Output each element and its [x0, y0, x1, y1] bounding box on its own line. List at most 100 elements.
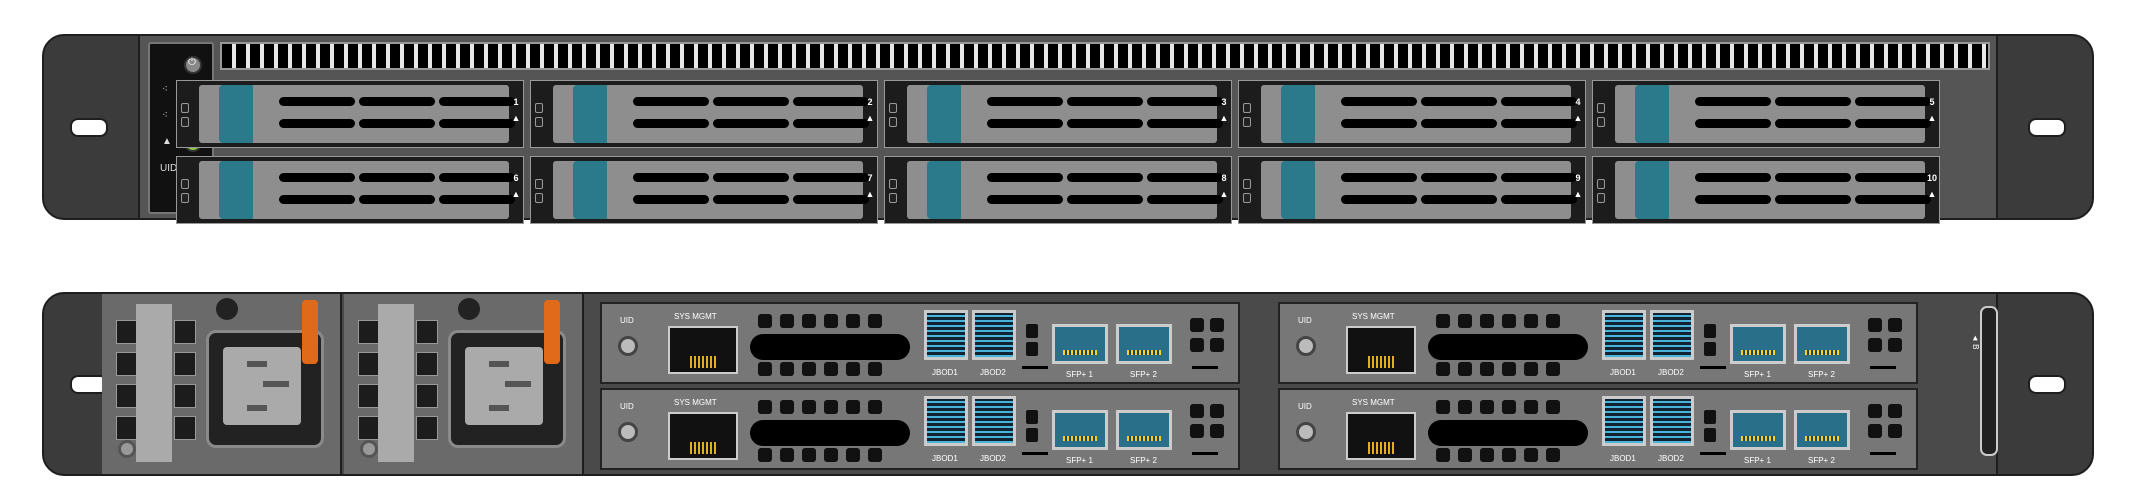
drive-latch-tab[interactable]	[927, 85, 961, 143]
sfp1-port[interactable]	[1052, 324, 1108, 364]
drive-carrier[interactable]	[199, 85, 515, 143]
sfp2-port[interactable]	[1794, 410, 1850, 450]
sfp2-port[interactable]	[1116, 324, 1172, 364]
power-button[interactable]: ⏻	[184, 56, 202, 74]
drive-release-button[interactable]	[535, 179, 543, 189]
sys-mgmt-port[interactable]	[1346, 412, 1416, 460]
drive-carrier[interactable]	[907, 161, 1223, 219]
drive-latch-tab[interactable]	[927, 161, 961, 219]
drive-release-button[interactable]	[1597, 179, 1605, 189]
module-vent-oval	[1428, 334, 1588, 360]
jbod2-port[interactable]	[972, 310, 1016, 360]
right-module-handle[interactable]	[1980, 306, 1998, 456]
module-vent-hole	[1524, 400, 1538, 414]
module-vent-hole	[802, 362, 816, 376]
drive-bay-arrow: ▲	[865, 113, 875, 123]
drive-carrier[interactable]	[1615, 161, 1931, 219]
drive-latch-tab[interactable]	[1635, 85, 1669, 143]
drive-bay-2[interactable]: 2▲	[530, 80, 878, 148]
drive-bay-4[interactable]: 4▲	[1238, 80, 1586, 148]
drive-latch-tab[interactable]	[1281, 85, 1315, 143]
jbod2-port[interactable]	[1650, 310, 1694, 360]
jbod1-port[interactable]	[924, 396, 968, 446]
sys-mgmt-port[interactable]	[668, 326, 738, 374]
drive-bay-7[interactable]: 7▲	[530, 156, 878, 224]
drive-release-button[interactable]	[889, 179, 897, 189]
drive-carrier[interactable]	[553, 161, 869, 219]
jbod1-port[interactable]	[924, 310, 968, 360]
jbod1-port[interactable]	[1602, 310, 1646, 360]
drive-vent-slot	[1855, 119, 1931, 128]
psu-thumbscrew[interactable]	[360, 440, 378, 458]
psu-handle-bar[interactable]	[136, 304, 172, 462]
drive-latch-tab[interactable]	[1281, 161, 1315, 219]
drive-release-button[interactable]	[889, 103, 897, 113]
drive-carrier[interactable]	[907, 85, 1223, 143]
drive-release-button[interactable]	[181, 103, 189, 113]
drive-carrier[interactable]	[553, 85, 869, 143]
sys-mgmt-port[interactable]	[668, 412, 738, 460]
power-icon: ⏻	[188, 57, 196, 68]
drive-vent-slot	[633, 97, 709, 106]
sfp1-port[interactable]	[1730, 410, 1786, 450]
power-supply-1[interactable]	[102, 294, 342, 474]
sfp2-port[interactable]	[1116, 410, 1172, 450]
drive-bay-3[interactable]: 3▲	[884, 80, 1232, 148]
psu-vent-slot	[358, 384, 380, 408]
drive-latch-tab[interactable]	[219, 85, 253, 143]
psu-vent-slot	[116, 320, 138, 344]
drive-bay-8[interactable]: 8▲	[884, 156, 1232, 224]
sfp2-port[interactable]	[1794, 324, 1850, 364]
jbod1-port[interactable]	[1602, 396, 1646, 446]
psu-vent-slot	[116, 384, 138, 408]
drive-latch-tab[interactable]	[1635, 161, 1669, 219]
drive-vent-slot	[1695, 195, 1771, 204]
rj45-contacts	[690, 356, 718, 368]
drive-bay-10[interactable]: 10▲	[1592, 156, 1940, 224]
drive-carrier[interactable]	[1261, 85, 1577, 143]
uid-button[interactable]	[618, 336, 638, 356]
drive-release-button[interactable]	[1597, 103, 1605, 113]
drive-carrier[interactable]	[1261, 161, 1577, 219]
module-divider	[1700, 366, 1726, 369]
module-vent-hole	[1888, 404, 1902, 418]
drive-latch-tab[interactable]	[573, 85, 607, 143]
drive-carrier[interactable]	[1615, 85, 1931, 143]
drive-bay-number: 8	[1221, 173, 1227, 183]
drive-bay-5[interactable]: 5▲	[1592, 80, 1940, 148]
uid-button[interactable]	[1296, 422, 1316, 442]
jbod2-port[interactable]	[972, 396, 1016, 446]
drive-bay-1[interactable]: 1▲	[176, 80, 524, 148]
drive-latch-tab[interactable]	[219, 161, 253, 219]
drive-carrier[interactable]	[199, 161, 515, 219]
drive-release-button[interactable]	[1243, 179, 1251, 189]
psu-vent-slot	[358, 352, 380, 376]
drive-latch-tab[interactable]	[573, 161, 607, 219]
front-vent-grille	[220, 42, 1990, 70]
sfp1-port[interactable]	[1052, 410, 1108, 450]
drive-release-button[interactable]	[1243, 103, 1251, 113]
psu-release-latch[interactable]	[544, 300, 560, 364]
drive-vent-slot	[279, 97, 355, 106]
drive-release-button[interactable]	[535, 103, 543, 113]
uid-button[interactable]	[1296, 336, 1316, 356]
psu-thumbscrew[interactable]	[118, 440, 136, 458]
power-supply-2[interactable]	[344, 294, 584, 474]
psu-handle-bar[interactable]	[378, 304, 414, 462]
drive-release-button[interactable]	[181, 179, 189, 189]
sys-mgmt-port[interactable]	[1346, 326, 1416, 374]
drive-vent-slot	[1855, 195, 1931, 204]
drive-vent-slot	[987, 119, 1063, 128]
drive-bay-9[interactable]: 9▲	[1238, 156, 1586, 224]
psu-release-latch[interactable]	[302, 300, 318, 364]
drive-vent-slot	[713, 173, 789, 182]
drive-vent-slot	[1775, 97, 1851, 106]
drive-bay-6[interactable]: 6▲	[176, 156, 524, 224]
sfp1-port[interactable]	[1730, 324, 1786, 364]
uid-button[interactable]	[618, 422, 638, 442]
jbod2-port[interactable]	[1650, 396, 1694, 446]
